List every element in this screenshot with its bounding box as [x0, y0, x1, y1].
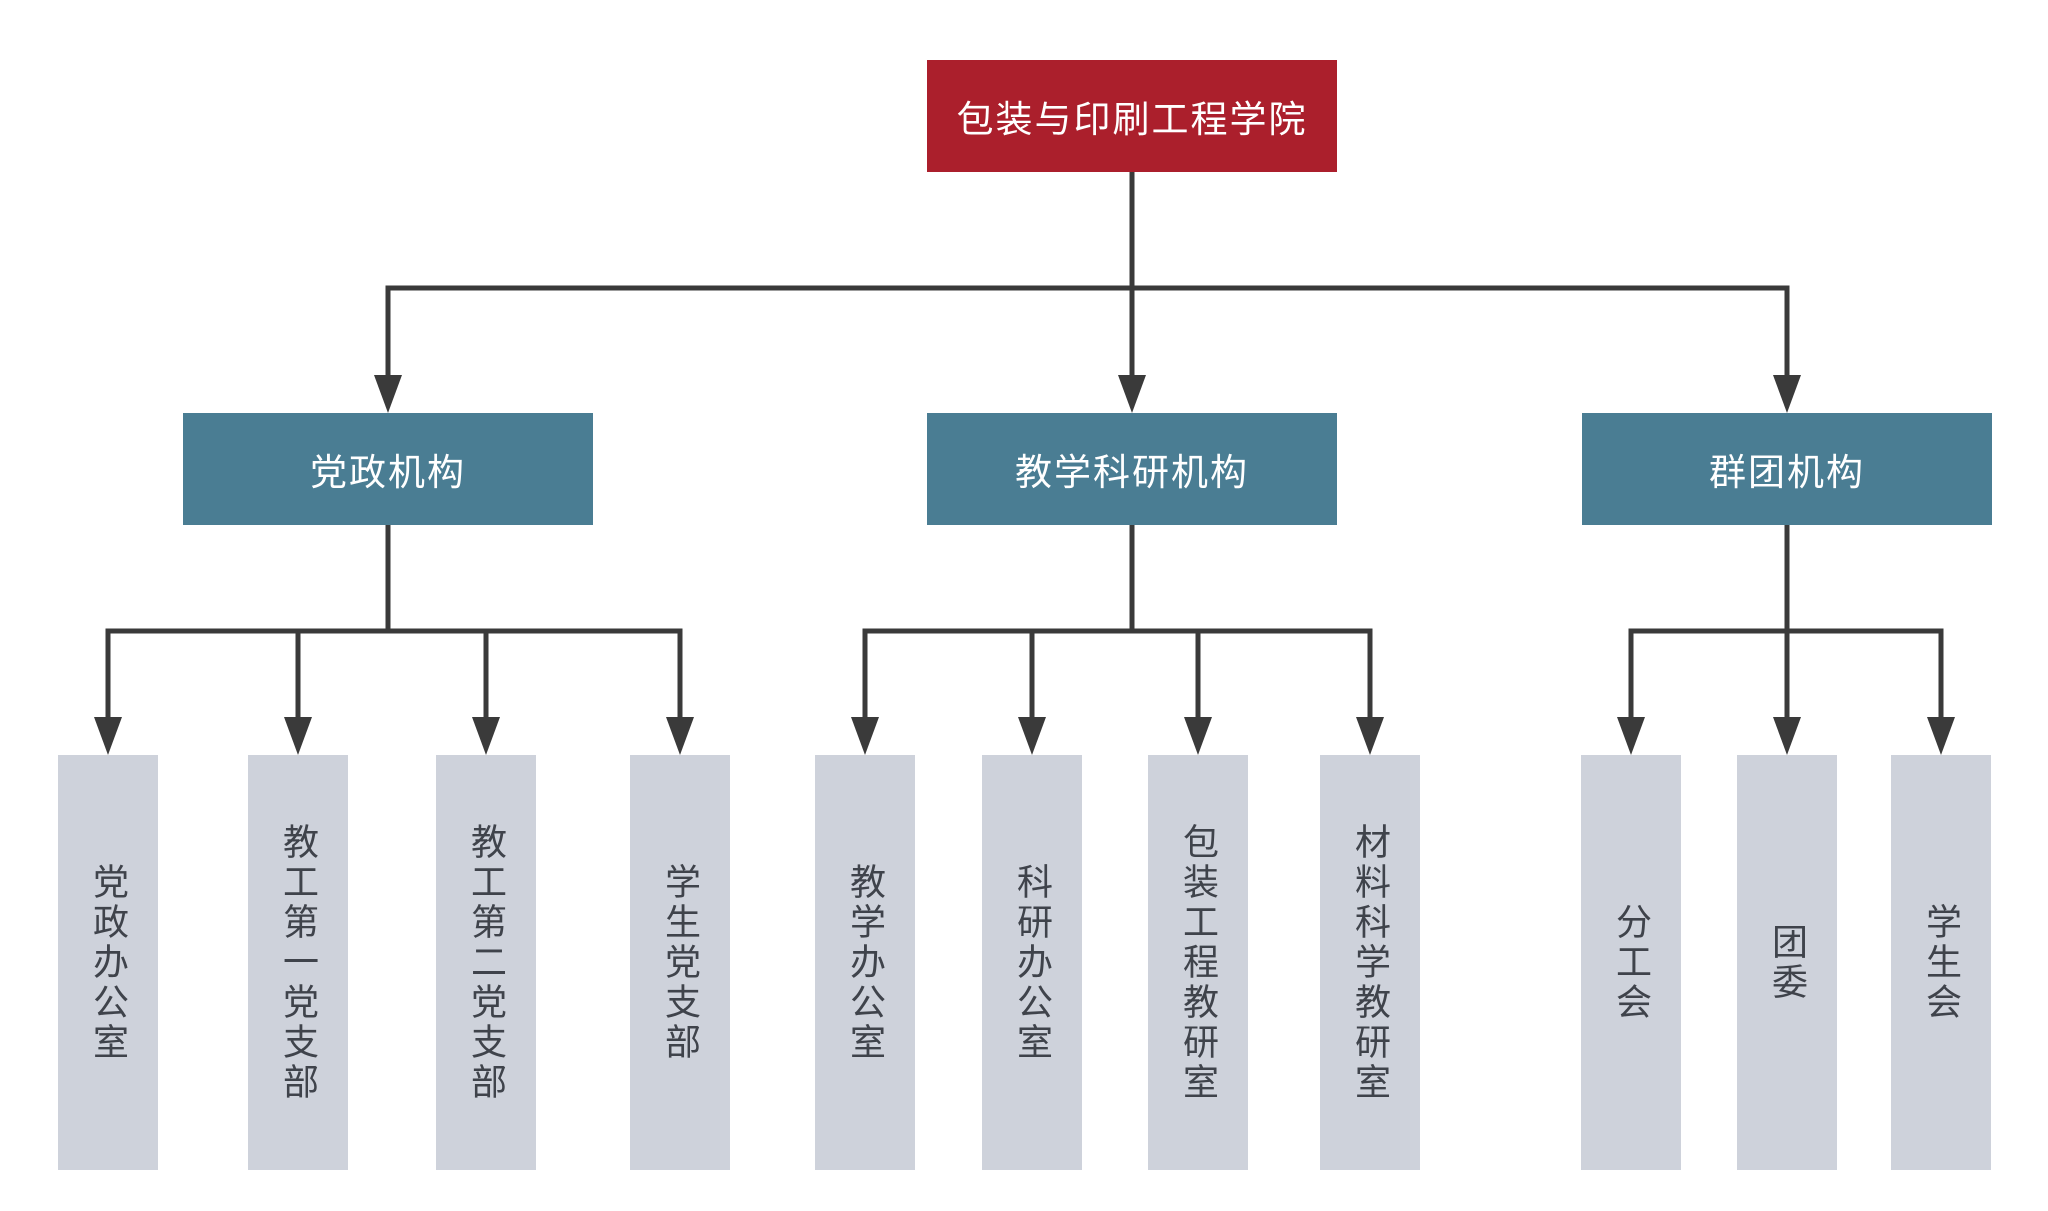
node-leaf-teaching-office: 教学办公室 [815, 755, 915, 1170]
node-leaf-faculty-party-branch-1: 教工第一党支部 [248, 755, 348, 1170]
leaf-label: 科研办公室 [1012, 862, 1053, 1063]
node-leaf-student-union: 学生会 [1891, 755, 1991, 1170]
node-branch-party-gov: 党政机构 [183, 413, 593, 525]
leaf-label: 学生会 [1921, 902, 1962, 1023]
leaf-label: 党政办公室 [88, 862, 129, 1063]
node-branch-mass-org: 群团机构 [1582, 413, 1992, 525]
leaf-label: 包装工程教研室 [1178, 822, 1219, 1103]
root-label: 包装与印刷工程学院 [956, 99, 1308, 140]
node-leaf-research-office: 科研办公室 [982, 755, 1082, 1170]
leaf-label: 学生党支部 [660, 862, 701, 1063]
node-root: 包装与印刷工程学院 [927, 60, 1337, 172]
node-leaf-packaging-eng-teaching-office: 包装工程教研室 [1148, 755, 1248, 1170]
node-leaf-materials-science-teaching-office: 材料科学教研室 [1320, 755, 1420, 1170]
leaf-label: 团委 [1767, 922, 1808, 1003]
branch-label: 群团机构 [1709, 452, 1865, 493]
leaf-label: 教学办公室 [845, 862, 886, 1063]
branch-label: 教学科研机构 [1015, 452, 1249, 493]
leaf-label: 教工第一党支部 [278, 822, 319, 1103]
leaf-label: 材料科学教研室 [1350, 822, 1391, 1103]
node-leaf-union-branch: 分工会 [1581, 755, 1681, 1170]
node-leaf-faculty-party-branch-2: 教工第二党支部 [436, 755, 536, 1170]
node-branch-teaching-research: 教学科研机构 [927, 413, 1337, 525]
node-leaf-party-gov-office: 党政办公室 [58, 755, 158, 1170]
branch-label: 党政机构 [310, 452, 466, 493]
node-leaf-youth-league-committee: 团委 [1737, 755, 1837, 1170]
node-leaf-student-party-branch: 学生党支部 [630, 755, 730, 1170]
leaf-label: 分工会 [1611, 902, 1652, 1023]
leaf-label: 教工第二党支部 [466, 822, 507, 1103]
